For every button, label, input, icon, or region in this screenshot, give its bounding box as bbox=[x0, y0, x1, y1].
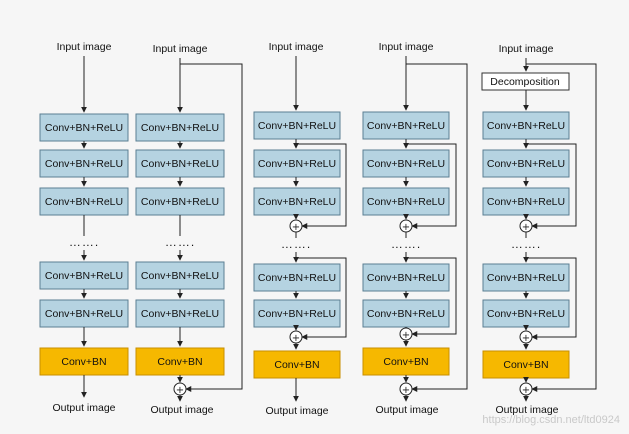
conv-bn-relu-label: Conv+BN+ReLU bbox=[45, 158, 123, 170]
conv-bn-relu-block bbox=[39, 187, 129, 216]
column-3-local-residual: Input image Conv+BN+ReLU Conv+BN+ReLU Co… bbox=[253, 41, 347, 417]
conv-bn-relu-label: Conv+BN+ReLU bbox=[45, 196, 123, 208]
output-image-label: Output image bbox=[265, 405, 328, 417]
plus-symbol: + bbox=[522, 222, 530, 233]
conv-bn-relu-block bbox=[253, 187, 341, 216]
add-node: + bbox=[519, 219, 533, 233]
conv-bn-relu-block bbox=[39, 299, 129, 328]
conv-bn-relu-block bbox=[482, 187, 570, 216]
conv-bn-relu-label: Conv+BN+ReLU bbox=[141, 270, 219, 282]
output-image-label: Output image bbox=[150, 404, 213, 416]
conv-bn-label: Conv+BN bbox=[503, 359, 548, 371]
conv-bn-relu-block bbox=[362, 263, 450, 292]
decomposition-label: Decomposition bbox=[490, 76, 560, 88]
ellipsis-dots: ……. bbox=[69, 235, 99, 249]
conv-bn-relu-label: Conv+BN+ReLU bbox=[367, 196, 445, 208]
ellipsis-dots: ……. bbox=[391, 237, 421, 251]
input-image-label: Input image bbox=[57, 41, 112, 53]
conv-bn-relu-label: Conv+BN+ReLU bbox=[141, 122, 219, 134]
conv-bn-relu-label: Conv+BN+ReLU bbox=[487, 120, 565, 132]
plus-symbol: + bbox=[402, 385, 410, 396]
column-4-local-and-global-residual: Input image Conv+BN+ReLU Conv+BN+ReLU Co… bbox=[362, 41, 468, 416]
add-node: + bbox=[399, 382, 413, 396]
conv-bn-label: Conv+BN bbox=[61, 356, 106, 368]
add-node: + bbox=[519, 382, 533, 396]
conv-bn-block bbox=[39, 347, 129, 376]
conv-bn-relu-label: Conv+BN+ReLU bbox=[45, 270, 123, 282]
conv-bn-relu-label: Conv+BN+ReLU bbox=[258, 120, 336, 132]
plus-symbol: + bbox=[522, 385, 530, 396]
conv-bn-relu-label: Conv+BN+ReLU bbox=[258, 272, 336, 284]
output-image-label: Output image bbox=[52, 402, 115, 414]
column-2-global-residual: Input image Conv+BN+ReLU Conv+BN+ReLU Co… bbox=[135, 43, 243, 416]
watermark-text: https://blog.csdn.net/ltd0924 bbox=[482, 414, 620, 426]
output-image-label: Output image bbox=[495, 404, 558, 416]
output-image-label: Output image bbox=[375, 404, 438, 416]
conv-bn-relu-block bbox=[362, 149, 450, 178]
conv-bn-relu-label: Conv+BN+ReLU bbox=[487, 158, 565, 170]
conv-bn-relu-label: Conv+BN+ReLU bbox=[45, 308, 123, 320]
conv-bn-relu-label: Conv+BN+ReLU bbox=[141, 308, 219, 320]
conv-bn-relu-label: Conv+BN+ReLU bbox=[141, 158, 219, 170]
conv-bn-relu-block bbox=[135, 187, 225, 216]
plus-symbol: + bbox=[402, 330, 410, 341]
add-node: + bbox=[399, 219, 413, 233]
plus-symbol: + bbox=[292, 222, 300, 233]
conv-bn-label: Conv+BN bbox=[383, 356, 428, 368]
conv-bn-relu-block bbox=[482, 149, 570, 178]
add-node: + bbox=[289, 219, 303, 233]
conv-bn-relu-block bbox=[253, 149, 341, 178]
conv-bn-relu-label: Conv+BN+ReLU bbox=[367, 120, 445, 132]
column-5-decomposition-residual: Input image Decomposition Conv+BN+ReLU C… bbox=[481, 43, 597, 416]
conv-bn-relu-label: Conv+BN+ReLU bbox=[141, 196, 219, 208]
conv-bn-block bbox=[362, 347, 450, 376]
add-node: + bbox=[289, 330, 303, 344]
conv-bn-relu-label: Conv+BN+ReLU bbox=[487, 272, 565, 284]
input-image-label: Input image bbox=[499, 43, 554, 55]
input-image-label: Input image bbox=[269, 41, 324, 53]
conv-bn-block bbox=[253, 350, 341, 379]
conv-bn-label: Conv+BN bbox=[274, 359, 319, 371]
conv-bn-relu-block bbox=[253, 263, 341, 292]
conv-bn-relu-label: Conv+BN+ReLU bbox=[45, 122, 123, 134]
ellipsis-dots: ……. bbox=[281, 237, 311, 251]
conv-bn-relu-block bbox=[253, 111, 341, 140]
conv-bn-label: Conv+BN bbox=[157, 356, 202, 368]
conv-bn-relu-label: Conv+BN+ReLU bbox=[258, 308, 336, 320]
ellipsis-dots: ……. bbox=[165, 235, 195, 249]
conv-bn-relu-block bbox=[135, 299, 225, 328]
conv-bn-relu-block bbox=[39, 261, 129, 290]
plus-symbol: + bbox=[292, 333, 300, 344]
conv-bn-relu-label: Conv+BN+ReLU bbox=[258, 158, 336, 170]
conv-bn-relu-label: Conv+BN+ReLU bbox=[367, 158, 445, 170]
conv-bn-relu-label: Conv+BN+ReLU bbox=[487, 308, 565, 320]
conv-bn-relu-label: Conv+BN+ReLU bbox=[367, 272, 445, 284]
input-image-label: Input image bbox=[379, 41, 434, 53]
add-node: + bbox=[173, 382, 187, 396]
conv-bn-relu-block bbox=[362, 187, 450, 216]
conv-bn-relu-block bbox=[135, 113, 225, 142]
add-node: + bbox=[519, 330, 533, 344]
conv-bn-relu-label: Conv+BN+ReLU bbox=[367, 308, 445, 320]
conv-bn-relu-label: Conv+BN+ReLU bbox=[258, 196, 336, 208]
conv-bn-block bbox=[135, 347, 225, 376]
conv-bn-relu-block bbox=[253, 299, 341, 328]
conv-bn-relu-label: Conv+BN+ReLU bbox=[487, 196, 565, 208]
add-node: + bbox=[399, 327, 413, 341]
plus-symbol: + bbox=[402, 222, 410, 233]
conv-bn-relu-block bbox=[39, 149, 129, 178]
input-image-label: Input image bbox=[153, 43, 208, 55]
plus-symbol: + bbox=[522, 333, 530, 344]
plus-symbol: + bbox=[176, 385, 184, 396]
conv-bn-relu-block bbox=[362, 299, 450, 328]
column-1-plain-cnn: Input image Conv+BN+ReLU Conv+BN+ReLU Co… bbox=[39, 41, 129, 414]
ellipsis-dots: ……. bbox=[511, 237, 541, 251]
